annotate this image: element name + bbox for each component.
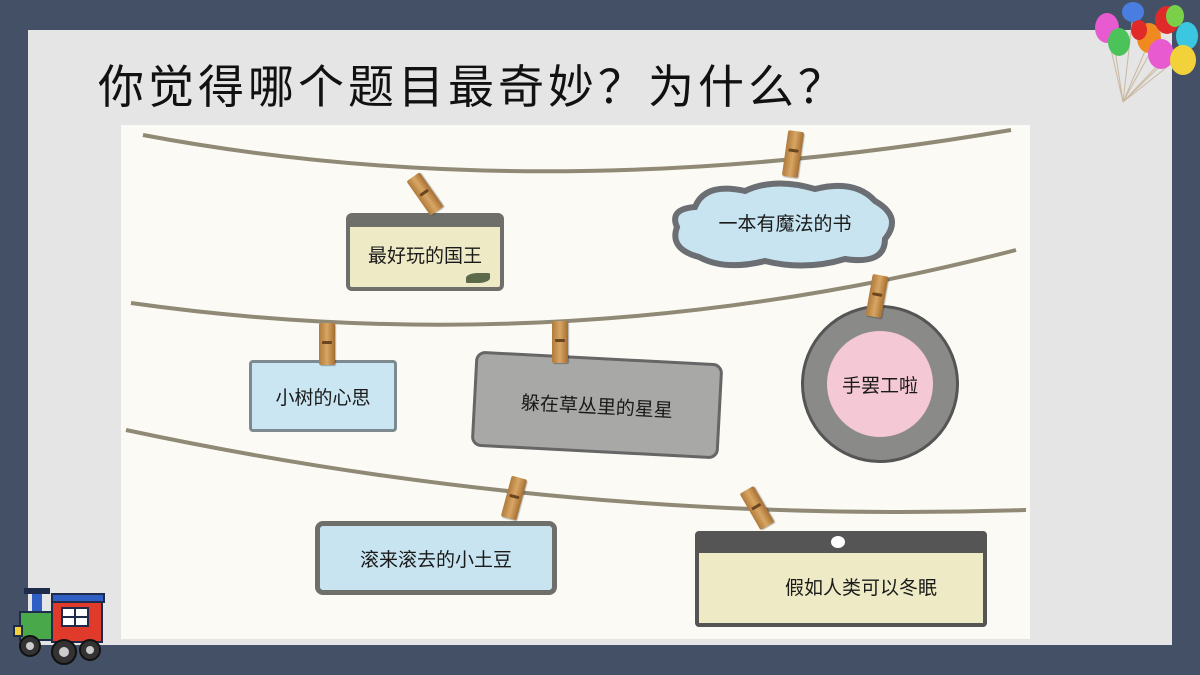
balloons-icon — [1095, 2, 1198, 103]
illustration: 最好玩的国王 一本有魔法的书 小树的心思 躲在草丛里的星星 手罢工啦 滚来滚去的… — [121, 125, 1030, 639]
card-magic-book[interactable]: 一本有魔法的书 — [677, 187, 893, 257]
card-tree-label: 小树的心思 — [275, 386, 371, 409]
cloud-icon — [672, 180, 896, 269]
card-tree[interactable]: 小树的心思 — [249, 360, 397, 432]
card-king-label: 最好玩的国王 — [367, 244, 482, 267]
card-magic-book-label: 一本有魔法的书 — [718, 212, 852, 235]
card-potato-label: 滚来滚去的小土豆 — [359, 548, 512, 571]
card-hand-label: 手罢工啦 — [841, 374, 918, 397]
card-hand-inner: 手罢工啦 — [827, 331, 933, 437]
card-potato[interactable]: 滚来滚去的小土豆 — [315, 521, 557, 595]
card-hibernate-label: 假如人类可以冬眠 — [784, 576, 937, 599]
hole-icon — [831, 536, 845, 548]
card-stars[interactable]: 躲在草丛里的星星 — [470, 350, 724, 460]
card-hand[interactable]: 手罢工啦 — [801, 305, 959, 463]
leaf-icon — [466, 273, 490, 283]
clothespin-icon — [319, 323, 335, 365]
clothespin-icon — [552, 321, 568, 363]
card-stars-label: 躲在草丛里的星星 — [520, 391, 674, 422]
card-king[interactable]: 最好玩的国王 — [346, 213, 504, 291]
card-hibernate[interactable]: 假如人类可以冬眠 — [695, 531, 987, 627]
slide-title: 你觉得哪个题目最奇妙？为什么？ — [98, 60, 848, 114]
cloud-card-shape — [665, 177, 905, 269]
toy-train-icon — [13, 588, 105, 665]
